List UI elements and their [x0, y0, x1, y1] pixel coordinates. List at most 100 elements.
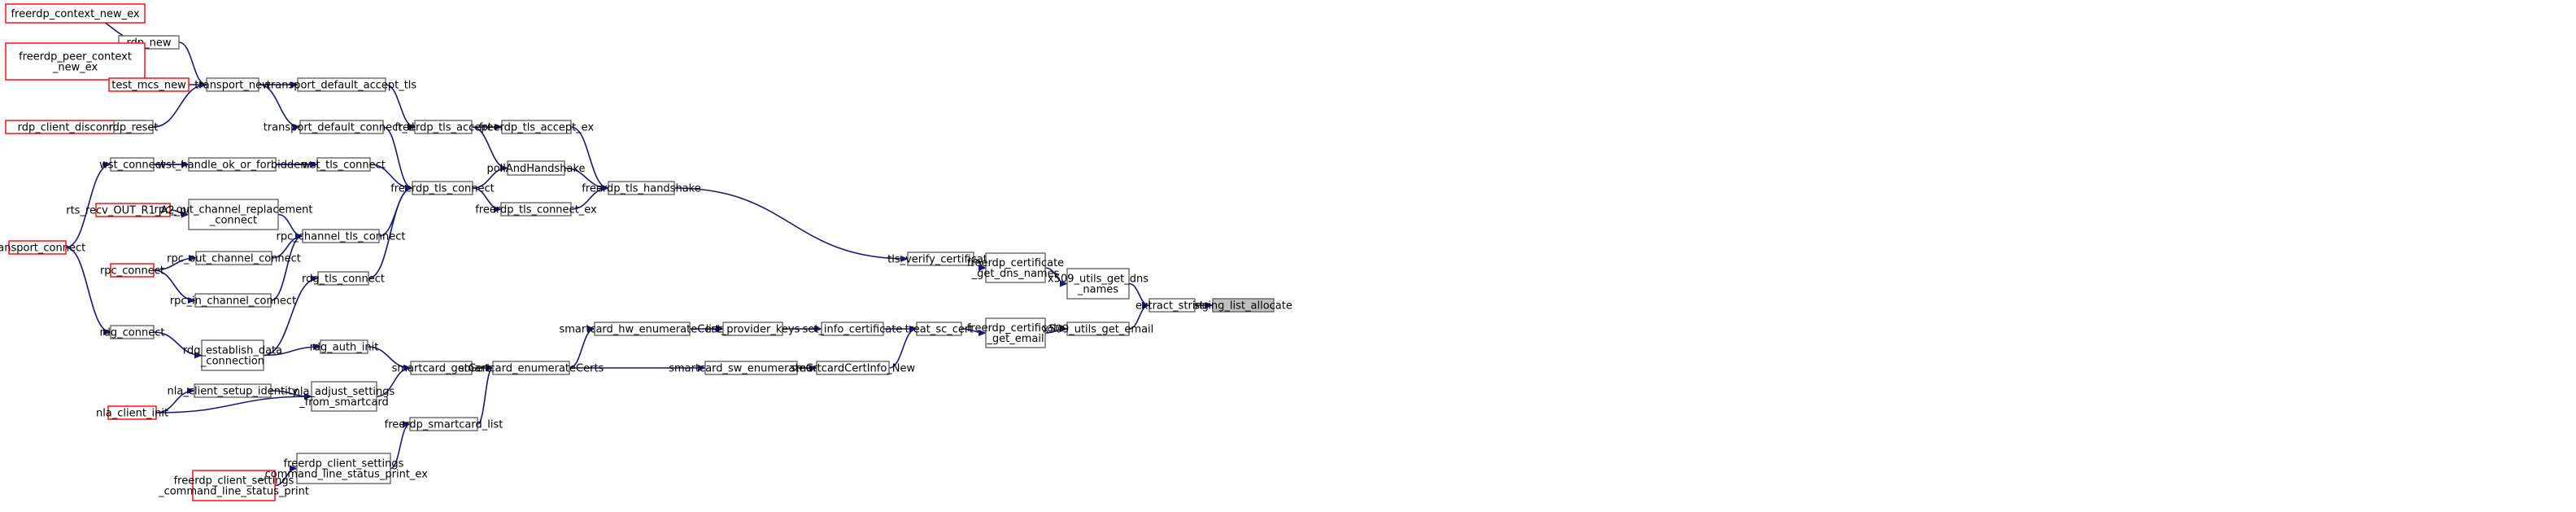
node-nla-client-setup-identity[interactable]: nla_client_setup_identity [168, 383, 299, 398]
node-freerdp-tls-accept[interactable]: freerdp_tls_accept [394, 120, 492, 134]
node-rdg-auth-init[interactable]: rdg_auth_init [310, 339, 379, 354]
node-box[interactable] [297, 77, 386, 92]
node-box[interactable] [110, 263, 155, 278]
node-x509-utils-get-email[interactable]: x509_utils_get_email [1043, 322, 1154, 336]
node-freerdp-certificate-get-dns-names[interactable]: freerdp_certificate_get_dns_names [967, 252, 1064, 283]
node-box[interactable] [501, 120, 572, 134]
node-box[interactable] [916, 322, 962, 336]
node-box[interactable] [110, 325, 155, 339]
node-rdp-client-disconnect[interactable]: rdp_client_disconnect [5, 120, 145, 134]
node-box[interactable] [412, 181, 473, 195]
node-rpc-in-channel-connect[interactable]: rpc_in_channel_connect [170, 293, 296, 308]
node-box[interactable] [409, 417, 478, 431]
node-wst-connect[interactable]: wst_connect [99, 157, 165, 172]
node-box[interactable] [410, 361, 473, 375]
node-box[interactable] [704, 361, 798, 375]
node-box[interactable] [188, 157, 277, 172]
node-box[interactable] [113, 120, 154, 134]
node-transport-new[interactable]: transport_new [194, 77, 271, 92]
node-box[interactable] [414, 120, 473, 134]
node-rts-recv-out-r1-a2-pdu[interactable]: rts_recv_OUT_R1_A2_pdu [66, 203, 200, 217]
node-box[interactable] [302, 229, 380, 243]
node-box[interactable] [5, 3, 146, 24]
node-rpc-out-channel-replacement-connect[interactable]: rpc_out_channel_replacement_connect [154, 199, 313, 230]
node-tls-verify-certificate[interactable]: tls_verify_certificate [887, 252, 994, 266]
edge-n21-n32 [65, 247, 111, 335]
node-box[interactable] [194, 293, 272, 308]
node-freerdp-context-new-ex[interactable]: freerdp_context_new_ex [5, 3, 146, 24]
node-box[interactable] [201, 339, 264, 371]
node-smartcard-enumeratecerts[interactable]: smartcard_enumerateCerts [459, 361, 604, 375]
node-box[interactable] [985, 317, 1046, 348]
node-box[interactable] [1149, 298, 1196, 313]
node-rpc-out-channel-connect[interactable]: rpc_out_channel_connect [167, 251, 301, 265]
node-freerdp-tls-handshake[interactable]: freerdp_tls_handshake [582, 181, 701, 195]
node-box[interactable] [317, 271, 369, 286]
node-box[interactable] [1066, 322, 1130, 336]
node-box[interactable] [299, 120, 384, 134]
node-box[interactable] [1066, 268, 1130, 300]
node-box[interactable] [95, 203, 171, 217]
node-string-list-allocate[interactable]: string_list_allocate [1194, 298, 1292, 313]
node-freerdp-smartcard-list[interactable]: freerdp_smartcard_list [385, 417, 503, 431]
node-box[interactable] [320, 339, 368, 354]
node-pollandhandshake[interactable]: pollAndHandshake [486, 160, 586, 176]
node-rdp-reset[interactable]: rdp_reset [108, 120, 159, 134]
node-list-provider-keys[interactable]: list_provider_keys [706, 322, 800, 336]
node-box[interactable] [188, 199, 279, 230]
node-box[interactable] [500, 202, 572, 217]
node-box[interactable] [492, 361, 570, 375]
node-box[interactable] [110, 157, 155, 172]
node-smartcardcertinfo-new[interactable]: smartcardCertInfo_New [791, 361, 916, 375]
node-box[interactable] [608, 181, 675, 195]
node-box[interactable] [195, 251, 272, 265]
node-nla-adjust-settings-from-smartcard[interactable]: nla_adjust_settings_from_smartcard [294, 381, 395, 412]
node-wst-tls-connect[interactable]: wst_tls_connect [302, 157, 386, 172]
node-box[interactable] [816, 361, 890, 375]
node-treat-sc-cert[interactable]: treat_sc_cert [905, 322, 974, 336]
node-freerdp-client-settings-command-line-status-print-ex[interactable]: freerdp_client_settings_command_line_sta… [259, 453, 428, 484]
node-box[interactable] [722, 322, 783, 336]
node-rpc-channel-tls-connect[interactable]: rpc_channel_tls_connect [277, 229, 406, 243]
node-transport-connect[interactable]: transport_connect [0, 240, 85, 255]
node-transport-default-connect-tls[interactable]: transport_default_connect_tls [264, 120, 421, 134]
node-smartcard-hw-enumeratecerts[interactable]: smartcard_hw_enumerateCerts [559, 322, 726, 336]
node-freerdp-client-settings-command-line-status-print[interactable]: freerdp_client_settings_command_line_sta… [158, 470, 309, 501]
node-freerdp-certificate-get-email[interactable]: freerdp_certificate_get_email [967, 317, 1064, 348]
node-box[interactable] [821, 322, 884, 336]
node-set-info-certificate[interactable]: set_info_certificate [803, 322, 903, 336]
node-rdg-tls-connect[interactable]: rdg_tls_connect [302, 271, 385, 286]
node-freerdp-peer-context-new-ex[interactable]: freerdp_peer_context_new_ex [5, 42, 146, 81]
node-box[interactable] [594, 322, 691, 336]
node-box[interactable] [206, 77, 259, 92]
node-extract-string[interactable]: extract_string [1135, 298, 1209, 313]
node-x509-utils-get-dns-names[interactable]: x509_utils_get_dns_names [1048, 268, 1149, 300]
node-rpc-connect[interactable]: rpc_connect [100, 263, 164, 278]
node-rdg-establish-data-connection[interactable]: rdg_establish_data_connection [183, 339, 282, 371]
node-rdg-connect[interactable]: rdg_connect [100, 325, 165, 339]
node-label: transport_default_accept_tls [267, 80, 417, 92]
node-box[interactable] [8, 240, 67, 255]
node-box[interactable] [311, 381, 377, 412]
node-box[interactable] [192, 470, 276, 501]
node-box[interactable] [907, 252, 974, 266]
node-freerdp-tls-connect-ex[interactable]: freerdp_tls_connect_ex [475, 202, 597, 217]
node-nla-client-init[interactable]: nla_client_init [96, 405, 168, 420]
node-freerdp-tls-connect[interactable]: freerdp_tls_connect [390, 181, 495, 195]
node-box[interactable] [108, 77, 190, 92]
node-box[interactable] [507, 160, 565, 176]
node-freerdp-tls-accept-ex[interactable]: freerdp_tls_accept_ex [479, 120, 595, 134]
node-wst-handle-ok-or-forbidden[interactable]: wst_handle_ok_or_forbidden [157, 157, 307, 172]
node-box[interactable] [194, 383, 272, 398]
node-box[interactable] [107, 405, 157, 420]
node-box[interactable] [316, 157, 371, 172]
node-box[interactable] [296, 453, 391, 484]
node-label: _from_smartcard [299, 396, 389, 409]
node-smartcard-sw-enumeratecerts[interactable]: smartcard_sw_enumerateCerts [669, 361, 834, 375]
node-box[interactable] [1212, 298, 1275, 313]
node-smartcard-getcert[interactable]: smartcard_getCert [392, 361, 491, 375]
node-transport-default-accept-tls[interactable]: transport_default_accept_tls [267, 77, 417, 92]
node-box[interactable] [5, 42, 146, 81]
node-box[interactable] [985, 252, 1046, 283]
node-test-mcs-new[interactable]: test_mcs_new [108, 77, 190, 92]
